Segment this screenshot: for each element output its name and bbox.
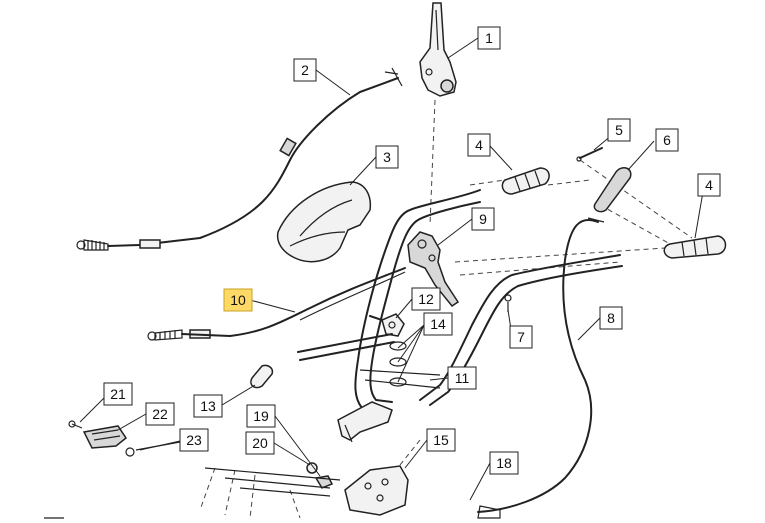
callout-14: 14 — [423, 312, 453, 336]
svg-text:3: 3 — [383, 149, 391, 165]
engine-cover-part — [276, 181, 372, 263]
callout-10: 10 — [223, 288, 253, 312]
control-lever-part — [419, 2, 457, 97]
control-cable-part — [147, 267, 406, 341]
svg-text:2: 2 — [301, 62, 309, 78]
svg-text:22: 22 — [152, 406, 168, 422]
throttle-cable-part — [76, 67, 403, 251]
lever-tab-part — [593, 167, 632, 213]
svg-text:4: 4 — [475, 137, 483, 153]
callout-9: 9 — [471, 207, 495, 231]
handle-grip-part — [501, 167, 550, 195]
svg-text:1: 1 — [485, 30, 493, 46]
svg-text:11: 11 — [455, 370, 470, 386]
callout-11: 11 — [447, 366, 477, 390]
svg-text:20: 20 — [252, 435, 268, 451]
callout-19: 19 — [246, 404, 276, 428]
callout-21: 21 — [103, 382, 133, 406]
svg-text:4: 4 — [705, 177, 713, 193]
svg-text:23: 23 — [186, 432, 202, 448]
control-rod-part — [297, 333, 395, 361]
handle-grip-part-right — [663, 235, 727, 259]
callout-13: 13 — [193, 394, 223, 418]
svg-text:19: 19 — [253, 408, 269, 424]
callout-7: 7 — [509, 325, 533, 349]
svg-text:5: 5 — [615, 122, 623, 138]
callout-1: 1 — [477, 26, 501, 50]
callout-22: 22 — [145, 402, 175, 426]
svg-text:21: 21 — [110, 386, 126, 402]
callout-12: 12 — [411, 287, 441, 311]
callout-3: 3 — [375, 145, 399, 169]
leader-lines — [79, 37, 705, 501]
svg-text:7: 7 — [517, 329, 525, 345]
svg-text:10: 10 — [230, 292, 246, 308]
callout-18: 18 — [489, 451, 519, 475]
svg-text:6: 6 — [663, 132, 671, 148]
callout-8: 8 — [599, 306, 623, 330]
brake-cable-part — [477, 217, 605, 519]
callout-23: 23 — [179, 428, 209, 452]
svg-text:9: 9 — [479, 211, 487, 227]
callout-4-right: 4 — [697, 173, 721, 197]
assembly-guide-lines — [199, 99, 693, 519]
svg-text:18: 18 — [496, 455, 512, 471]
svg-text:15: 15 — [433, 432, 449, 448]
bolt-part — [504, 294, 512, 312]
callout-2: 2 — [293, 58, 317, 82]
svg-text:8: 8 — [607, 310, 615, 326]
callout-15: 15 — [426, 428, 456, 452]
lever-assembly-part — [407, 231, 460, 308]
callout-4: 4 — [467, 133, 491, 157]
bracket-part — [369, 313, 405, 337]
callout-20: 20 — [245, 431, 275, 455]
base-plate-part — [344, 465, 409, 516]
lower-frame-part — [44, 467, 341, 519]
washer-stack-part — [389, 341, 407, 387]
callout-labels: 1 2 3 4 5 6 4 9 — [103, 26, 721, 475]
pin-part — [576, 147, 603, 162]
svg-text:12: 12 — [418, 291, 434, 307]
callout-5: 5 — [607, 118, 631, 142]
callout-6: 6 — [655, 128, 679, 152]
svg-text:14: 14 — [430, 316, 446, 332]
svg-text:13: 13 — [200, 398, 216, 414]
knob-part — [250, 364, 274, 389]
